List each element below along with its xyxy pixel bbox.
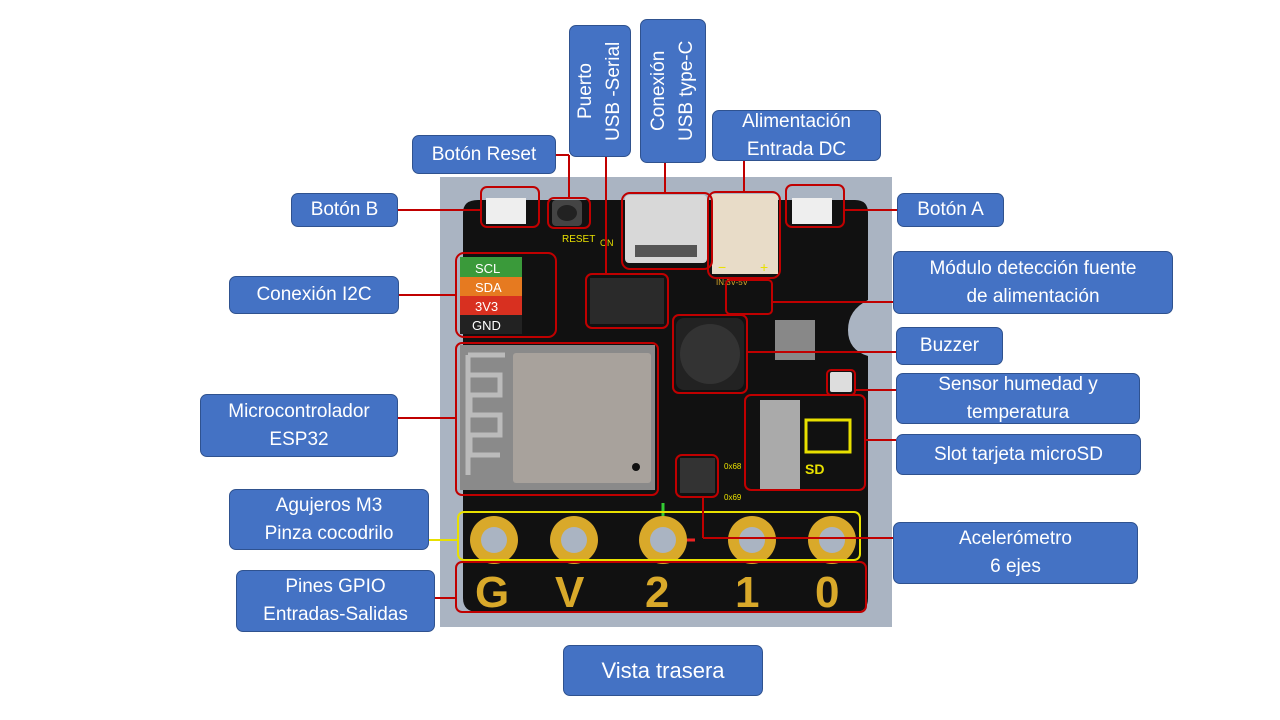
label-power-detect: Módulo detección fuente de alimentación: [893, 251, 1173, 314]
label-usb-c: Conexión USB type-C: [640, 19, 706, 163]
label-sensor: Sensor humedad y temperatura: [896, 373, 1140, 424]
gpio-v: V: [555, 568, 585, 617]
gpio-1: 1: [735, 568, 759, 617]
sd-text: SD: [805, 461, 824, 477]
label-rear-view: Vista trasera: [563, 645, 763, 696]
humidity-sensor: [830, 372, 852, 392]
label-m3-holes: Agujeros M3 Pinza cocodrilo: [229, 489, 429, 550]
pcb: [463, 200, 868, 612]
callout-boxes: [455, 184, 867, 613]
gpio-g: G: [475, 568, 509, 617]
power-module-chip: [775, 320, 815, 360]
addr2-text: 0x69: [724, 493, 742, 502]
pin-scl: SCL: [475, 261, 500, 276]
button-a-switch: [792, 198, 832, 224]
label-microsd: Slot tarjeta microSD: [896, 434, 1141, 475]
pin-sda: SDA: [475, 280, 502, 295]
dc-text: IN:3V-5V: [716, 278, 749, 287]
label-button-a: Botón A: [897, 193, 1004, 227]
callout-lines: [398, 154, 897, 599]
label-button-b: Botón B: [291, 193, 398, 227]
dc-connector: [712, 194, 778, 274]
label-dc-input: Alimentación Entrada DC: [712, 110, 881, 161]
label-buzzer: Buzzer: [896, 327, 1003, 365]
gpio-2: 2: [645, 568, 669, 617]
svg-text:−: −: [718, 259, 726, 275]
svg-text:+: +: [760, 259, 768, 275]
button-b-switch: [486, 198, 526, 224]
gpio-0: 0: [815, 568, 839, 617]
label-i2c: Conexión I2C: [229, 276, 399, 314]
label-gpio: Pines GPIO Entradas-Salidas: [236, 570, 435, 632]
accelerometer-chip: [680, 458, 715, 493]
pin-3v3: 3V3: [475, 299, 498, 314]
addr1-text: 0x68: [724, 462, 742, 471]
microsd-slot: [760, 400, 800, 490]
pin-gnd: GND: [472, 318, 501, 333]
reset-text: RESET: [562, 234, 595, 245]
label-reset-button: Botón Reset: [412, 135, 556, 174]
label-accelerometer: Acelerómetro 6 ejes: [893, 522, 1138, 584]
label-esp32: Microcontrolador ESP32: [200, 394, 398, 457]
usb-serial-chip: [590, 278, 664, 324]
label-usb-serial: Puerto USB -Serial: [569, 25, 631, 157]
